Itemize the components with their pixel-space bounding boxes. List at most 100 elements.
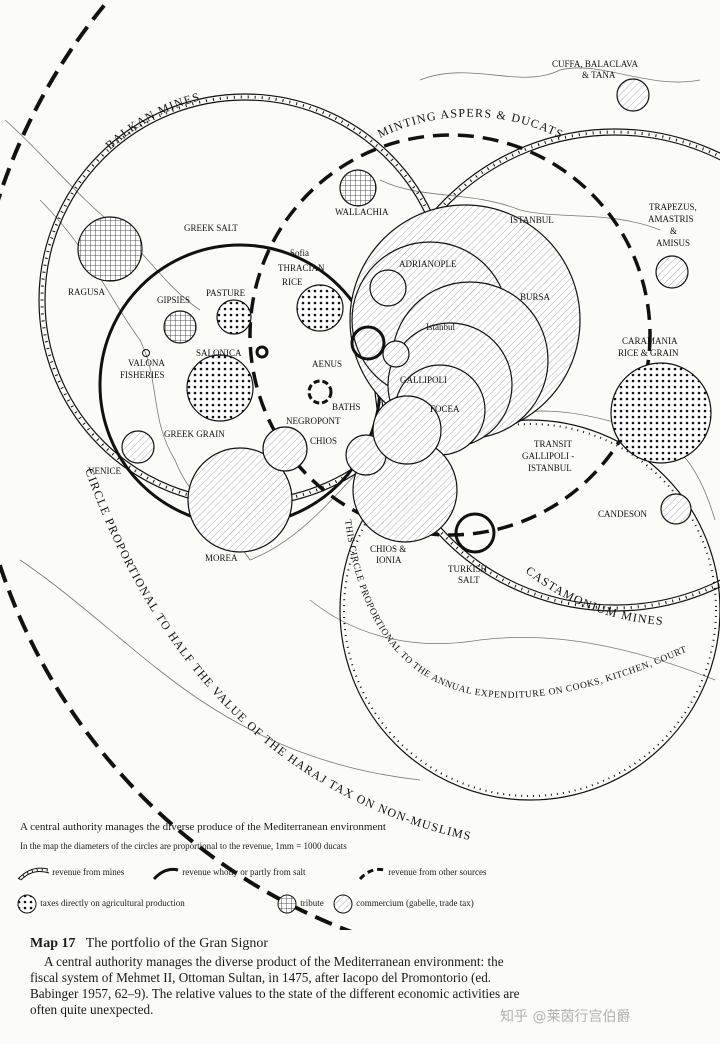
legend-agri: taxes directly on agricultural productio… [16, 893, 185, 915]
caption-title: Map 17 The portfolio of the Gran Signor [30, 936, 710, 952]
greek-grain-circle [186, 354, 254, 422]
label-venice: VENICE [88, 466, 121, 476]
label-gallipoli: GALLIPOLI [400, 375, 447, 385]
map: BALKAN MINES MINTING ASPERS & DUCATS CAS… [0, 0, 720, 930]
venice-circle [121, 430, 155, 464]
caramania-circle [610, 362, 712, 464]
legend-salt: revenue wholly or partly from salt [152, 865, 305, 881]
legend-salt-label: revenue wholly or partly from salt [182, 867, 306, 878]
label-ragusa: RAGUSA [68, 287, 106, 297]
label-pasture: PASTURE [206, 288, 246, 298]
place-labels: CUFFA, BALACLAVA & TANA WALLACHIA GREEK … [68, 59, 697, 585]
label-morea: MOREA [205, 553, 238, 563]
label-trapezus4: AMISUS [656, 238, 690, 248]
legend-commercium-label: commercium (gabelle, trade tax) [356, 898, 474, 909]
label-trapezus2: AMASTRIS [648, 214, 694, 224]
label-turkish-salt2: SALT [458, 575, 480, 585]
label-baths: BATHS [332, 402, 361, 412]
label-thracian: THRACIAN [278, 263, 325, 273]
label-sofia: Sofia [290, 248, 309, 258]
morea-circle [187, 447, 293, 553]
legend-title: A central authority manages the diverse … [20, 821, 386, 833]
expenditure-circle [339, 419, 720, 801]
dots-symbol-icon [17, 894, 37, 914]
caption-map-number: Map 17 [30, 936, 76, 951]
caption: Map 17 The portfolio of the Gran Signor … [30, 936, 710, 1018]
label-transit2: GALLIPOLI - [522, 451, 574, 461]
label-greek-salt: GREEK SALT [184, 223, 238, 233]
label-trapezus1: TRAPEZUS, [649, 202, 697, 212]
label-focea: FOCEA [430, 404, 460, 414]
salonica-circle [255, 345, 269, 359]
castamonium-label: CASTAMONIUM MINES [523, 563, 663, 628]
watermark: 知乎 @莱茵行宫伯爵 [500, 1009, 631, 1025]
label-adrianople: ADRIANOPLE [399, 259, 457, 269]
label-greek-grain: GREEK GRAIN [164, 429, 225, 439]
label-turkish-salt1: TURKISH [448, 564, 488, 574]
label-valona: VALONA [128, 358, 165, 368]
balkan-mines-label: BALKAN MINES [103, 89, 201, 152]
salt-circles [255, 325, 496, 554]
caption-line-2: fiscal system of Mehmet II, Ottoman Sult… [30, 970, 492, 985]
label-chios-ionia1: CHIOS & [370, 544, 406, 554]
label-caramania1: CARAMANIA [622, 336, 678, 346]
legend-commercium: commercium (gabelle, trade tax) [332, 893, 474, 915]
label-wallachia: WALLACHIA [335, 207, 389, 217]
hatch-symbol-icon [333, 894, 353, 914]
aenus-circle [350, 325, 386, 361]
svg-text:CASTAMONIUM MINES: CASTAMONIUM MINES [523, 563, 664, 628]
label-cuffa: CUFFA, BALACLAVA [552, 59, 639, 69]
gallipoli-small-circle [382, 340, 410, 368]
caption-text: A central authority manages the diverse … [30, 954, 710, 1018]
legend-mines: revenue from mines [16, 865, 124, 881]
legend-other: revenue from other sources [358, 865, 486, 881]
gipsies-circle [163, 310, 197, 344]
adrianople-small-circle [369, 269, 407, 307]
label-istanbul-small: Istanbul [426, 322, 455, 332]
thracian-rice-circle [296, 284, 344, 332]
label-salonica: SALONICA [196, 348, 242, 358]
legend-tribute-label: tribute [300, 898, 324, 909]
legend-mines-label: revenue from mines [52, 867, 125, 878]
baths-circle [307, 379, 333, 405]
caption-map-title: The portfolio of the Gran Signor [85, 936, 269, 951]
label-transit3: ISTANBUL [528, 463, 572, 473]
caption-line-3: Babinger 1957, 62–9). The relative value… [30, 986, 520, 1001]
caption-line-4: often quite unexpected. [30, 1002, 154, 1017]
label-candeson: CANDESON [598, 509, 648, 519]
commercium-circles [121, 78, 692, 553]
label-caramania2: RICE & GRAIN [618, 348, 679, 358]
wallachia-circle [339, 169, 377, 207]
cuffa-circle [616, 78, 650, 112]
valona-circle [142, 349, 150, 357]
legend-other-label: revenue from other sources [388, 867, 487, 878]
focea-small-circle [372, 395, 442, 465]
salt-symbol-icon [152, 867, 179, 881]
label-gipsies: GIPSIES [157, 295, 190, 305]
tribute-circles [77, 169, 377, 344]
label-negropont: NEGROPONT [286, 416, 341, 426]
label-bursa: BURSA [520, 292, 551, 302]
legend-agri-label: taxes directly on agricultural productio… [40, 898, 185, 909]
grid-symbol-icon [277, 894, 297, 914]
trapezus-circle [655, 255, 689, 289]
label-transit1: TRANSIT [534, 439, 573, 449]
label-tana: & TANA [582, 70, 616, 80]
label-chios: CHIOS [310, 436, 337, 446]
turkish-salt-circle [454, 512, 496, 554]
minting-circle [248, 133, 652, 537]
chios-circle [262, 426, 308, 472]
label-fisheries: FISHERIES [120, 370, 165, 380]
label-istanbul: ISTANBUL [510, 215, 554, 225]
agri-circles [186, 284, 712, 464]
candeson-circle [660, 493, 692, 525]
legend: A central authority manages the diverse … [6, 815, 712, 925]
label-trapezus3: & [670, 226, 677, 236]
label-aenus: AENUS [312, 359, 342, 369]
legend-subtitle: In the map the diameters of the circles … [20, 841, 347, 851]
svg-text:BALKAN MINES: BALKAN MINES [103, 89, 202, 152]
legend-tribute: tribute [276, 893, 324, 915]
pasture-circle [216, 299, 252, 335]
label-rice: RICE [282, 277, 303, 287]
caption-line-1: A central authority manages the diverse … [44, 954, 504, 969]
